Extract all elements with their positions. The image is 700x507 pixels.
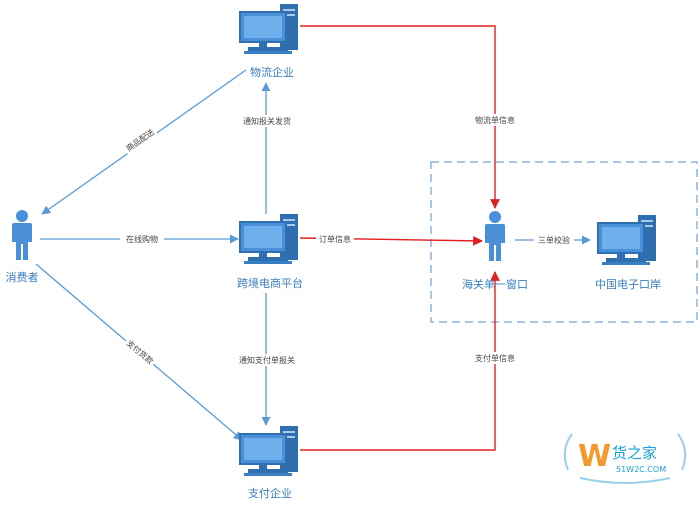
label-logistics-info: 物流单信息 xyxy=(472,114,518,126)
customs-zone-border xyxy=(430,161,698,323)
svg-text:通知报关发货: 通知报关发货 xyxy=(243,116,291,126)
label-order-info: 订单信息 xyxy=(316,233,354,245)
svg-text:三单校验: 三单校验 xyxy=(538,235,570,245)
label-three-check: 三单校验 xyxy=(534,234,574,246)
label-notify-payment: 通知支付单报关 xyxy=(232,354,302,366)
logo-w-icon: W xyxy=(578,439,611,474)
computer-icon xyxy=(239,425,299,477)
node-logistics: 物流企业 xyxy=(239,3,299,79)
edge-payment-to-customs xyxy=(300,271,500,451)
svg-text:海关单一窗口: 海关单一窗口 xyxy=(462,277,528,291)
svg-text:物流单信息: 物流单信息 xyxy=(475,115,515,125)
laurel-left-icon xyxy=(563,433,573,471)
node-payment: 支付企业 xyxy=(239,425,299,500)
label-payment-info: 支付单信息 xyxy=(472,352,518,364)
ribbon-icon xyxy=(579,477,671,484)
svg-text:在线购物: 在线购物 xyxy=(126,234,158,244)
svg-text:51W2C.COM: 51W2C.COM xyxy=(616,465,666,474)
node-china-eport: 中国电子口岸 xyxy=(595,214,661,291)
node-platform: 跨境电商平台 xyxy=(237,213,303,290)
label-deliver: 商品配送 xyxy=(121,123,158,155)
computer-icon xyxy=(239,3,299,55)
svg-text:支付单信息: 支付单信息 xyxy=(475,353,515,363)
edge-logistics-to-customs xyxy=(300,25,500,209)
label-pay: 支付货款 xyxy=(122,335,159,368)
svg-text:中国电子口岸: 中国电子口岸 xyxy=(595,278,661,291)
node-consumer: 消费者 xyxy=(6,210,39,284)
svg-text:消费者: 消费者 xyxy=(6,270,39,284)
computer-icon xyxy=(597,214,657,266)
svg-text:货之家: 货之家 xyxy=(612,444,657,462)
svg-text:跨境电商平台: 跨境电商平台 xyxy=(237,276,303,290)
svg-text:订单信息: 订单信息 xyxy=(319,234,351,244)
watermark-logo: W 货之家 51W2C.COM xyxy=(563,433,687,484)
node-customs-window: 海关单一窗口 xyxy=(462,211,528,291)
svg-text:物流企业: 物流企业 xyxy=(250,65,294,79)
svg-text:通知支付单报关: 通知支付单报关 xyxy=(239,355,295,365)
label-notify-ship: 通知报关发货 xyxy=(236,115,298,127)
svg-text:支付企业: 支付企业 xyxy=(248,486,292,500)
person-icon xyxy=(12,210,32,260)
person-icon xyxy=(485,211,505,261)
computer-icon xyxy=(239,213,299,265)
laurel-right-icon xyxy=(677,433,687,471)
label-online-shopping: 在线购物 xyxy=(120,233,164,245)
